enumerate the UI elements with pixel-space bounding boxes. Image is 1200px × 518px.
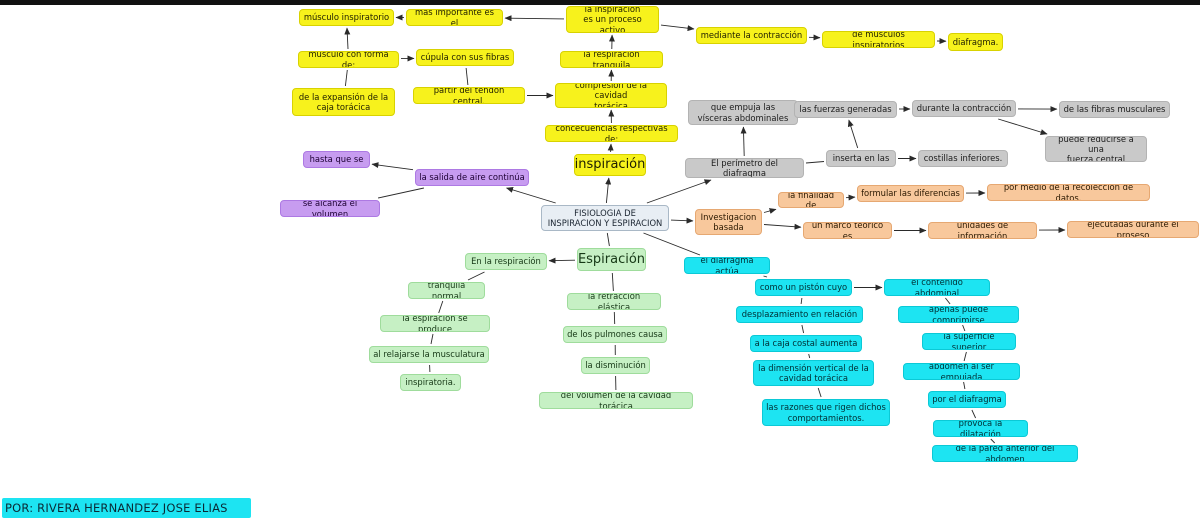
- connector-produce-relajarse: [430, 333, 434, 345]
- node-musinsps[interactable]: de músculos inspiratorios: [822, 31, 935, 48]
- node-empuja[interactable]: que empuja las vísceras abdominales: [688, 100, 798, 125]
- node-proceso[interactable]: la inspiración es un proceso activo: [566, 6, 659, 33]
- connector-center-perim: [646, 179, 712, 204]
- connector-expan-forma: [344, 69, 348, 87]
- connector-dimension-razones: [817, 387, 822, 398]
- node-cupula[interactable]: cúpula con sus fibras: [416, 49, 514, 66]
- node-contenido[interactable]: el contenido abdominal: [884, 279, 990, 296]
- connector-esp-retraccion: [611, 272, 614, 292]
- node-apenas[interactable]: apenas puede comprimirse: [898, 306, 1019, 323]
- connector-durante-reducir: [998, 118, 1048, 135]
- connector-pordiaf-provoca: [971, 409, 977, 419]
- connector-proceso-mediante: [660, 24, 695, 32]
- node-expan[interactable]: de la expansión de la caja torácica: [292, 88, 395, 116]
- node-ejecutadas[interactable]: ejecutadas durante el proseso: [1067, 221, 1199, 238]
- node-inspiratoria[interactable]: inspiratoria.: [400, 374, 461, 391]
- node-formular[interactable]: formular las diferencias: [857, 185, 964, 202]
- node-tendon[interactable]: partir del tendón central.: [413, 87, 525, 104]
- node-piston[interactable]: como un pistón cuyo: [755, 279, 852, 296]
- node-alcanza[interactable]: se alcanza el volumen: [280, 200, 380, 217]
- connector-proceso-masimp: [504, 15, 565, 22]
- node-masimp[interactable]: más importante es el: [406, 9, 503, 26]
- node-pulmones[interactable]: de los pulmones causa: [563, 326, 667, 343]
- node-esp[interactable]: Espiración: [577, 248, 646, 271]
- node-perim[interactable]: El perímetro del diafragma: [685, 158, 804, 178]
- connector-invest-finalidad: [763, 208, 777, 214]
- node-tranq[interactable]: la respiración tranquila: [560, 51, 663, 68]
- connector-enresp-tnormal: [467, 271, 485, 281]
- node-durante[interactable]: durante la contracción: [912, 100, 1016, 117]
- window-top-bar: [0, 0, 1200, 5]
- node-pordiaf[interactable]: por el diafragma: [928, 391, 1006, 408]
- node-costillas[interactable]: costillas inferiores.: [918, 150, 1008, 167]
- node-abdomen[interactable]: abdomen al ser empujada: [903, 363, 1020, 380]
- node-salida[interactable]: la salida de aire continúa: [415, 169, 529, 186]
- connector-salida-alcanza: [378, 187, 424, 199]
- connector-finalidad-formular: [845, 194, 856, 201]
- connector-center-invest: [670, 217, 694, 224]
- connector-abdomen-pordiaf: [963, 381, 966, 390]
- author-credit: POR: RIVERA HERNANDEZ JOSE ELIAS: [2, 498, 251, 518]
- node-desplaz[interactable]: desplazamiento en relación: [736, 306, 863, 323]
- node-superficie[interactable]: la superficie superior: [922, 333, 1016, 350]
- node-mediante[interactable]: mediante la contracción: [696, 27, 807, 44]
- connector-provoca-pared: [990, 438, 996, 444]
- connector-inserta-fuerzas: [847, 119, 859, 149]
- node-relajarse[interactable]: al relajarse la musculatura: [369, 346, 489, 363]
- node-hasta[interactable]: hasta que se: [303, 151, 370, 168]
- node-fibras[interactable]: de las fibras musculares: [1059, 101, 1170, 118]
- connector-piston-desplaz: [800, 297, 803, 305]
- connector-actua-piston: [763, 275, 768, 278]
- connector-cajacostal-dimension: [808, 353, 811, 359]
- node-insp[interactable]: inspiración: [574, 154, 646, 176]
- node-produce[interactable]: la espiración se produce: [380, 315, 490, 332]
- node-actua[interactable]: el diafragma actúa: [684, 257, 770, 274]
- node-retraccion[interactable]: la retracción elástica: [567, 293, 661, 310]
- node-center[interactable]: FISIOLOGIA DE INSPIRACION Y ESPIRACION: [541, 205, 669, 231]
- connector-tnormal-produce: [438, 300, 444, 314]
- node-invest[interactable]: Investigacion basada: [695, 209, 762, 235]
- node-fuerzas[interactable]: las fuerzas generadas: [794, 101, 897, 118]
- connector-perim-inserta: [805, 161, 825, 164]
- node-marco[interactable]: un marco teorico es: [803, 222, 892, 239]
- node-recoleccion[interactable]: por medio de la recolección de datos.: [987, 184, 1150, 201]
- connector-forma-muscinsp: [344, 27, 351, 50]
- node-finalidad[interactable]: la finalidad de: [778, 192, 844, 208]
- connector-center-esp: [606, 232, 610, 247]
- node-provoca[interactable]: provoca la dilatación: [933, 420, 1028, 437]
- node-conse[interactable]: concecuencias respectivas de:: [545, 125, 678, 142]
- node-inserta[interactable]: inserta en las: [826, 150, 896, 167]
- node-diaf[interactable]: diafragma.: [948, 33, 1003, 51]
- connector-perim-empuja: [740, 126, 747, 157]
- node-reducir[interactable]: puede reducirse a una fuerza central: [1045, 136, 1147, 162]
- node-tnormal[interactable]: tranquila normal: [408, 282, 485, 299]
- node-unidades[interactable]: unidades de información: [928, 222, 1037, 239]
- node-pared[interactable]: de la pared anterior del abdomen: [932, 445, 1078, 462]
- node-dimension[interactable]: la dimensión vertical de la cavidad torá…: [753, 360, 874, 386]
- node-cajacostal[interactable]: a la caja costal aumenta: [750, 335, 862, 352]
- node-muscinsp[interactable]: músculo inspiratorio: [299, 9, 394, 26]
- connector-salida-hasta: [371, 162, 414, 171]
- node-compre[interactable]: compresión de la cavidad torácica: [555, 83, 667, 108]
- connector-superficie-abdomen: [963, 351, 967, 362]
- node-disminucion[interactable]: la disminución: [581, 357, 650, 374]
- node-volcav[interactable]: del volumen de la cavidad torácica: [539, 392, 693, 409]
- node-forma[interactable]: musculo con forma de:: [298, 51, 399, 68]
- connector-center-insp: [605, 177, 612, 204]
- connector-contenido-apenas: [945, 297, 951, 305]
- connector-esp-enresp: [548, 257, 576, 264]
- connector-invest-marco: [763, 223, 802, 230]
- connector-center-salida: [506, 187, 556, 204]
- connector-cupula-tendon: [465, 67, 469, 86]
- connector-apenas-superficie: [962, 324, 966, 332]
- connector-desplaz-cajacostal: [801, 324, 805, 334]
- node-razones[interactable]: las razones que rigen dichos comportamie…: [762, 399, 890, 426]
- node-enresp[interactable]: En la respiración: [465, 253, 547, 270]
- connector-center-actua: [643, 232, 701, 256]
